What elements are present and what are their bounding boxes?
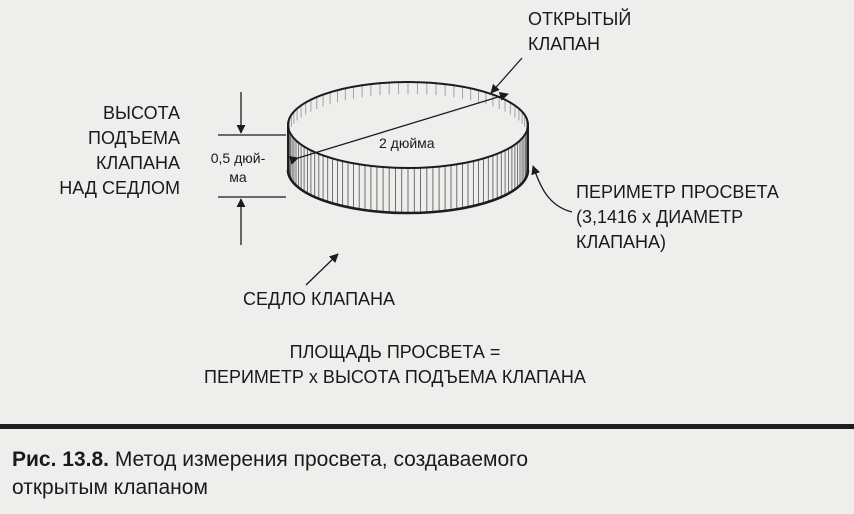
lift-height-label-line3: КЛАПАНА (95, 153, 180, 173)
lift-value-label: 0,5 дюй- ма (190, 149, 286, 187)
valve-seat-leader (305, 253, 339, 286)
perimeter-label-line1: ПЕРИМЕТР ПРОСВЕТА (576, 182, 779, 202)
caption-text-1: Метод измерения просвета, создаваемого (108, 448, 528, 471)
open-valve-leader (490, 57, 523, 94)
valve-cylinder (286, 81, 530, 215)
perimeter-label-line2: (3,1416 x ДИАМЕТР (576, 207, 744, 227)
caption-number: Рис. 13.8. (12, 448, 109, 471)
lift-value-line1: 0,5 дюй- (210, 150, 266, 166)
open-valve-label-line2: КЛАПАН (528, 34, 601, 54)
open-valve-label: ОТКРЫТЫЙ КЛАПАН (528, 7, 631, 57)
diameter-value-label: 2 дюйма (379, 135, 435, 151)
perimeter-label: ПЕРИМЕТР ПРОСВЕТА (3,1416 x ДИАМЕТР КЛАП… (576, 180, 779, 255)
caption-line1: Рис. 13.8. Метод измерения просвета, соз… (12, 446, 528, 474)
lift-height-label-line2: ПОДЪЕМА (88, 128, 180, 148)
valve-seat-label: СЕДЛО КЛАПАНА (243, 289, 396, 309)
formula-line2: ПЕРИМЕТР x ВЫСОТА ПОДЪЕМА КЛАПАНА (204, 367, 586, 387)
caption-divider (0, 424, 854, 429)
diameter-arrow (288, 92, 509, 165)
formula-label: ПЛОЩАДЬ ПРОСВЕТА = ПЕРИМЕТР x ВЫСОТА ПОД… (150, 340, 640, 390)
lift-height-dimension (218, 92, 286, 245)
leader-lines (305, 57, 573, 286)
caption-text-2: открытым клапаном (12, 476, 208, 499)
lift-value-line2: ма (229, 169, 247, 185)
cylinder-bottom-edge (286, 169, 530, 215)
lift-height-label: ВЫСОТА ПОДЪЕМА КЛАПАНА НАД СЕДЛОМ (30, 101, 180, 201)
formula-line1: ПЛОЩАДЬ ПРОСВЕТА = (289, 342, 501, 362)
perimeter-label-line3: КЛАПАНА) (576, 232, 667, 252)
lift-height-label-line1: ВЫСОТА (103, 103, 180, 123)
open-valve-label-line1: ОТКРЫТЫЙ (528, 9, 632, 29)
valve-curtain-diagram (218, 57, 573, 286)
perimeter-leader (531, 165, 573, 213)
figure-caption: Рис. 13.8. Метод измерения просвета, соз… (12, 446, 528, 502)
lift-height-label-line4: НАД СЕДЛОМ (59, 178, 180, 198)
